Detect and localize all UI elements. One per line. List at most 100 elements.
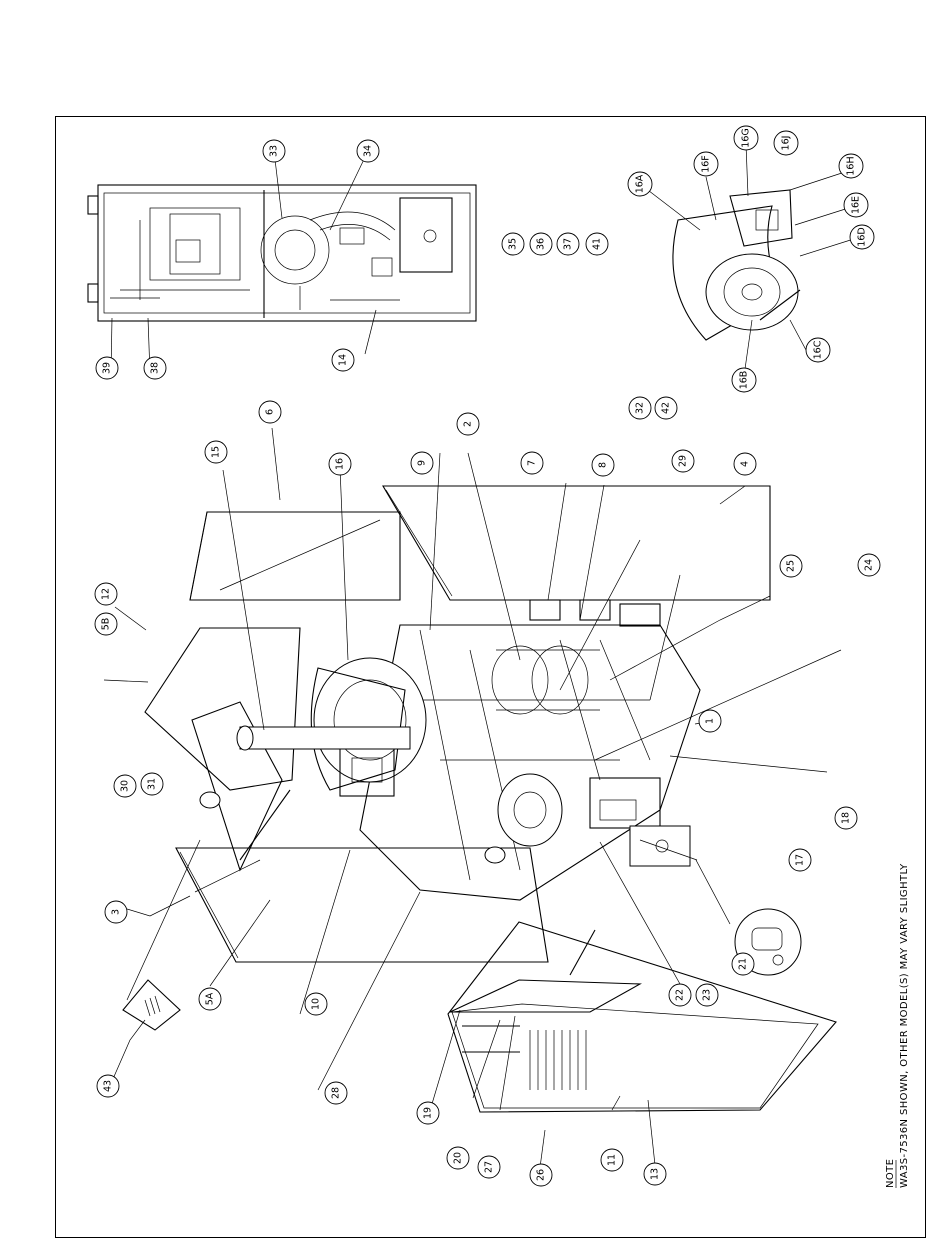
callout-label: 29 — [678, 455, 689, 467]
callout-7: 7 — [521, 452, 543, 474]
callout-33: 33 — [263, 140, 285, 162]
callout-2: 2 — [457, 413, 479, 435]
callout-label: 39 — [102, 362, 113, 374]
callout-41: 41 — [586, 233, 608, 255]
callout-label: 34 — [363, 145, 374, 157]
callout-28: 28 — [325, 1082, 347, 1104]
callout-label: 7 — [527, 460, 538, 466]
label-card — [123, 980, 180, 1030]
callout-label: 1 — [705, 718, 716, 724]
callout-14: 14 — [332, 349, 354, 371]
callout-label: 16G — [741, 128, 752, 147]
callout-label: 8 — [598, 462, 609, 468]
callout-1: 1 — [699, 710, 721, 732]
callout-16d: 16D — [850, 225, 874, 249]
callout-label: 42 — [661, 402, 672, 414]
callout-39: 39 — [96, 357, 118, 379]
callout-label: 4 — [740, 461, 751, 467]
callout-label: 3 — [111, 909, 122, 915]
callout-label: 28 — [331, 1087, 342, 1099]
note-text: WA3S-7536N SHOWN, OTHER MODEL(S) MAY VAR… — [899, 863, 910, 1188]
callout-label: 43 — [103, 1080, 114, 1092]
callout-8: 8 — [592, 454, 614, 476]
callout-label: 38 — [150, 362, 161, 374]
callout-label: 37 — [563, 238, 574, 250]
side-panels — [190, 486, 770, 600]
callout-23: 23 — [696, 984, 718, 1006]
callout-16b: 16B — [732, 368, 756, 392]
callout-label: 16E — [851, 196, 862, 214]
callout-5b: 5B — [95, 613, 117, 635]
callout-19: 19 — [417, 1102, 439, 1124]
callout-label: 16H — [846, 156, 857, 175]
callout-10: 10 — [305, 993, 327, 1015]
callout-17: 17 — [789, 849, 811, 871]
callout-25: 25 — [780, 555, 802, 577]
callout-label: 36 — [536, 238, 547, 250]
callout-16a: 16A — [628, 172, 652, 196]
callout-24: 24 — [858, 554, 880, 576]
callout-label: 9 — [417, 460, 428, 466]
callout-label: 30 — [120, 780, 131, 792]
callout-34: 34 — [357, 140, 379, 162]
callout-label: 12 — [101, 588, 112, 600]
callout-16j: 16J — [774, 131, 798, 155]
callout-4: 4 — [734, 453, 756, 475]
callout-label: 26 — [536, 1169, 547, 1181]
callout-label: 31 — [147, 778, 158, 790]
callout-36: 36 — [530, 233, 552, 255]
callout-16c: 16C — [806, 338, 830, 362]
callout-label: 16C — [813, 340, 824, 359]
callout-6: 6 — [259, 401, 281, 423]
callout-16e: 16E — [844, 193, 868, 217]
callout-label: 13 — [650, 1168, 661, 1180]
callout-label: 18 — [841, 812, 852, 824]
callout-9: 9 — [411, 452, 433, 474]
callout-16: 16 — [329, 453, 351, 475]
callout-label: 21 — [738, 958, 749, 970]
callout-label: 19 — [423, 1107, 434, 1119]
callout-label: 6 — [265, 409, 276, 415]
callout-12: 12 — [95, 583, 117, 605]
callout-label: 5A — [205, 992, 216, 1005]
callout-label: 14 — [338, 354, 349, 366]
callout-43: 43 — [97, 1075, 119, 1097]
note-block: NOTE WA3S-7536N SHOWN, OTHER MODEL(S) MA… — [885, 863, 910, 1188]
callout-label: 27 — [484, 1161, 495, 1173]
callout-38: 38 — [144, 357, 166, 379]
callout-31: 31 — [141, 773, 163, 795]
callout-label: 16A — [635, 174, 646, 193]
callout-label: 11 — [607, 1154, 618, 1166]
callout-30: 30 — [114, 775, 136, 797]
callout-label: 35 — [508, 238, 519, 250]
callout-label: 16J — [781, 136, 792, 151]
callout-label: 2 — [463, 421, 474, 427]
callout-15: 15 — [205, 441, 227, 463]
callout-16g: 16G — [734, 126, 758, 150]
callout-5a: 5A — [199, 988, 221, 1010]
left-panel — [176, 848, 548, 962]
callout-37: 37 — [557, 233, 579, 255]
callout-42: 42 — [655, 397, 677, 419]
callout-label: 23 — [702, 989, 713, 1001]
callout-label: 5B — [101, 618, 112, 631]
callout-11: 11 — [601, 1149, 623, 1171]
callout-label: 17 — [795, 854, 806, 866]
callout-label: 32 — [635, 402, 646, 414]
callout-label: 25 — [786, 560, 797, 572]
callout-label: 22 — [675, 989, 686, 1001]
callout-26: 26 — [530, 1164, 552, 1186]
inset-blower-assembly — [673, 190, 800, 340]
callout-label: 24 — [864, 559, 875, 571]
callout-label: 10 — [311, 998, 322, 1010]
callout-label: 16 — [335, 458, 346, 470]
callout-16h: 16H — [839, 154, 863, 178]
callout-label: 16B — [739, 371, 750, 390]
callout-35: 35 — [502, 233, 524, 255]
callout-32: 32 — [629, 397, 651, 419]
callout-21: 21 — [732, 953, 754, 975]
callout-16f: 16F — [694, 152, 718, 176]
callout-label: 16D — [857, 227, 868, 246]
callout-label: 33 — [269, 145, 280, 157]
